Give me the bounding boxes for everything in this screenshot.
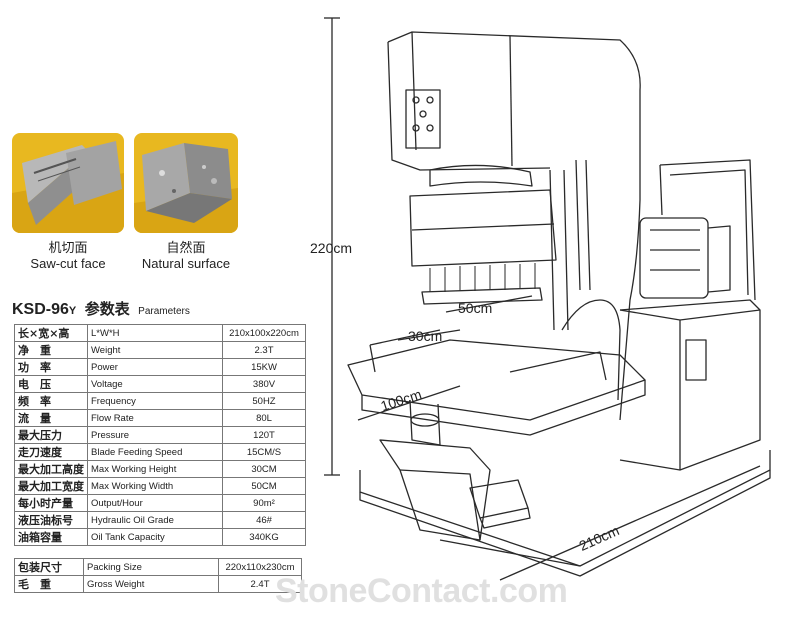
model-code: KSD-96 [12,301,69,318]
param-row-zh: 最大加工宽度 [14,477,88,495]
packing-row-zh: 毛 重 [14,575,84,593]
param-row-en: Frequency [87,392,223,410]
param-row-zh: 流 量 [14,409,88,427]
param-row-en: Blade Feeding Speed [87,443,223,461]
params-title-zh: 参数表 [84,301,130,318]
param-row-value: 46# [222,511,306,529]
watermark: StoneContact.com [275,572,568,610]
saw-cut-caption: 机切面 Saw-cut face [30,240,106,271]
packing-row-value: 2.4T [218,575,302,593]
param-row-zh: 液压油标号 [14,511,88,529]
param-row-en: Weight [87,341,223,359]
param-row-value: 2.3T [222,341,306,359]
saw-cut-stone-photo [12,133,124,233]
param-row-zh: 最大加工高度 [14,460,88,478]
param-row-en: Hydraulic Oil Grade [87,511,223,529]
param-row-en: Pressure [87,426,223,444]
param-row-value: 50CM [222,477,306,495]
model-title: KSD-96Y 参数表 Parameters [12,298,190,319]
param-row-value: 90m² [222,494,306,512]
param-row-zh: 走刀速度 [14,443,88,461]
blade-width-dimension: 50cm [458,300,493,316]
param-row-en: Oil Tank Capacity [87,528,223,546]
packing-row-en: Packing Size [83,558,219,576]
param-row-zh: 每小时产量 [14,494,88,512]
param-row-value: 15KW [222,358,306,376]
param-row-en: Voltage [87,375,223,393]
param-row-en: Max Working Height [87,460,223,478]
param-row-zh: 净 重 [14,341,88,359]
param-row-value: 340KG [222,528,306,546]
packing-row-en: Gross Weight [83,575,219,593]
machine-drawing [324,17,771,581]
param-row-en: Output/Hour [87,494,223,512]
natural-surface-caption: 自然面 Natural surface [141,240,231,271]
param-row-en: Flow Rate [87,409,223,427]
param-row-zh: 油箱容量 [14,528,88,546]
param-row-value: 210x100x220cm [222,324,306,342]
param-row-zh: 电 压 [14,375,88,393]
model-suffix: Y [68,305,77,317]
param-row-value: 120T [222,426,306,444]
param-row-en: Max Working Width [87,477,223,495]
param-row-zh: 最大压力 [14,426,88,444]
blade-depth-dimension: 30cm [408,328,443,344]
param-row-value: 30CM [222,460,306,478]
params-title-en: Parameters [138,306,190,317]
natural-stone-photo [134,133,238,233]
param-row-value: 80L [222,409,306,427]
param-row-value: 380V [222,375,306,393]
param-row-value: 15CM/S [222,443,306,461]
param-row-zh: 频 率 [14,392,88,410]
param-row-en: L*W*H [87,324,223,342]
height-dimension: 220cm [310,240,353,256]
param-row-en: Power [87,358,223,376]
param-row-value: 50HZ [222,392,306,410]
param-row-zh: 功 率 [14,358,88,376]
packing-row-zh: 包装尺寸 [14,558,84,576]
param-row-zh: 长×宽×高 [14,324,88,342]
